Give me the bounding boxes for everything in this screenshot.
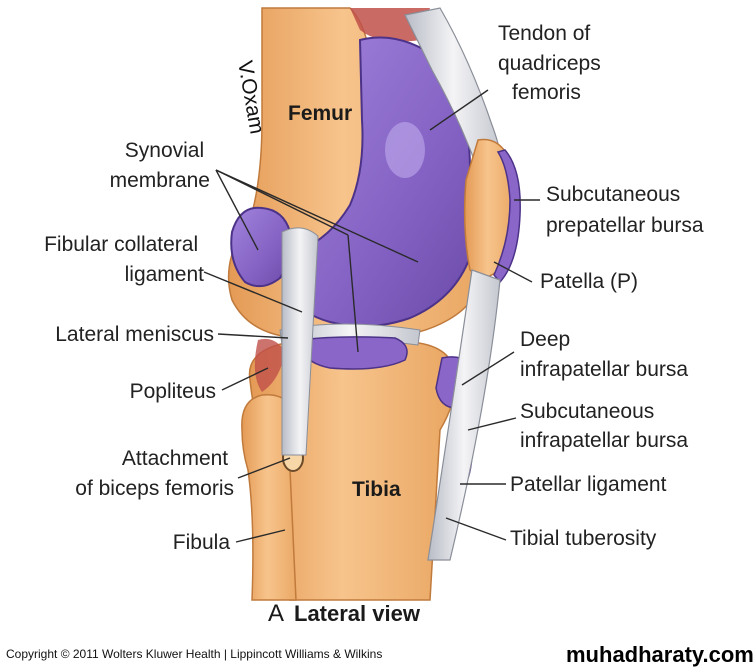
label-tibia: Tibia bbox=[352, 478, 401, 501]
copyright-notice: Copyright © 2011 Wolters Kluwer Health |… bbox=[6, 647, 382, 661]
leader-lines bbox=[203, 89, 540, 543]
label-tibial-tuberosity: Tibial tuberosity bbox=[510, 527, 657, 550]
label-synovial-membrane: Synovial membrane bbox=[110, 139, 210, 192]
popliteus-muscle bbox=[254, 338, 285, 392]
caption-letter: A bbox=[268, 600, 284, 627]
label-tendon-quadriceps: Tendon of quadriceps femoris bbox=[498, 22, 607, 104]
label-patella: Patella (P) bbox=[540, 270, 638, 293]
watermark-text: muhadharaty.com bbox=[566, 642, 754, 667]
label-fibular-collateral-ligament: Fibular collateral ligament bbox=[44, 233, 204, 286]
caption-text: Lateral view bbox=[294, 601, 421, 626]
fibular-collateral-ligament bbox=[281, 227, 319, 456]
label-femur: Femur bbox=[288, 102, 352, 125]
knee-illustration bbox=[227, 7, 521, 601]
popliteus-bursa bbox=[299, 336, 408, 370]
label-fibula: Fibula bbox=[173, 531, 231, 554]
labels: Tendon of quadriceps femoris Femur Synov… bbox=[44, 22, 704, 554]
label-subcutaneous-infrapatellar-bursa: Subcutaneous infrapatellar bursa bbox=[520, 400, 688, 452]
label-deep-infrapatellar-bursa: Deep infrapatellar bursa bbox=[520, 328, 688, 381]
synovial-highlight bbox=[385, 122, 425, 178]
label-patellar-ligament: Patellar ligament bbox=[510, 473, 667, 496]
label-subcutaneous-prepatellar-bursa: Subcutaneous prepatellar bursa bbox=[546, 183, 704, 237]
patellar-ligament-shape bbox=[427, 269, 501, 561]
figure-caption: A Lateral view bbox=[268, 600, 421, 627]
label-lateral-meniscus: Lateral meniscus bbox=[55, 323, 214, 346]
label-attachment-biceps-femoris: Attachment of biceps femoris bbox=[75, 447, 234, 500]
label-popliteus: Popliteus bbox=[130, 380, 216, 403]
